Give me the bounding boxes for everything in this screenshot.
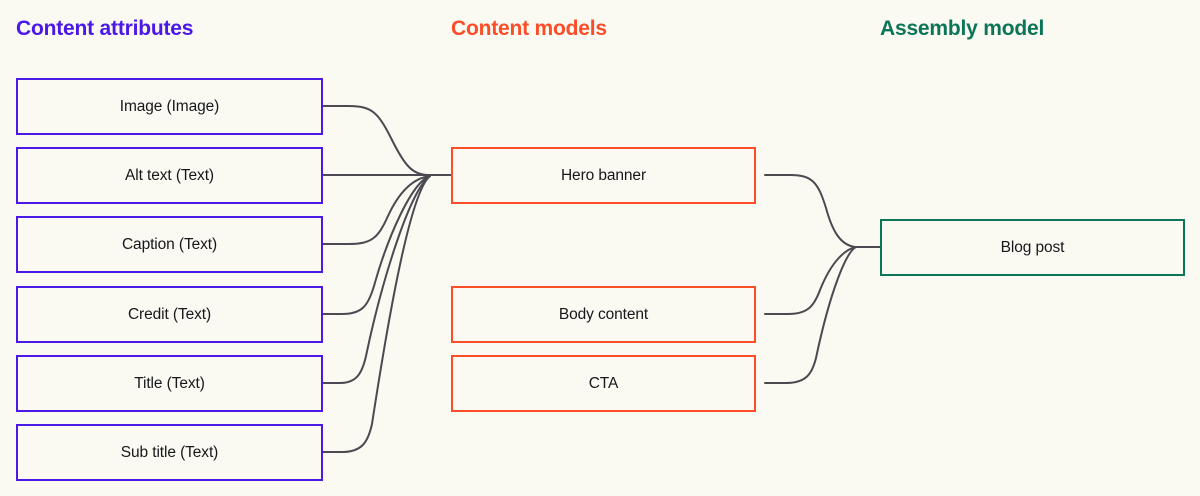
node-cta-model[interactable]: CTA <box>451 355 756 412</box>
node-hero-banner-model[interactable]: Hero banner <box>451 147 756 204</box>
node-blog-post-assembly[interactable]: Blog post <box>880 219 1185 276</box>
edge-caption-to-hero <box>322 175 431 245</box>
column-title-content-attributes: Content attributes <box>16 17 194 40</box>
edge-credit-to-hero <box>322 175 431 315</box>
node-title-attribute[interactable]: Title (Text) <box>16 355 323 412</box>
node-sub-title-attribute[interactable]: Sub title (Text) <box>16 424 323 481</box>
edge-subtitle-to-hero <box>322 175 431 453</box>
edge-hero-to-blogpost <box>764 174 856 248</box>
edge-cta-to-blogpost <box>764 246 857 384</box>
edge-image-to-hero <box>322 105 429 176</box>
node-image-attribute[interactable]: Image (Image) <box>16 78 323 135</box>
edge-body-to-blogpost <box>764 246 857 315</box>
edge-title-to-hero <box>322 175 431 384</box>
column-title-content-models: Content models <box>451 17 607 40</box>
column-title-assembly-model: Assembly model <box>880 17 1045 40</box>
node-alt-text-attribute[interactable]: Alt text (Text) <box>16 147 323 204</box>
node-caption-attribute[interactable]: Caption (Text) <box>16 216 323 273</box>
node-body-content-model[interactable]: Body content <box>451 286 756 343</box>
node-credit-attribute[interactable]: Credit (Text) <box>16 286 323 343</box>
